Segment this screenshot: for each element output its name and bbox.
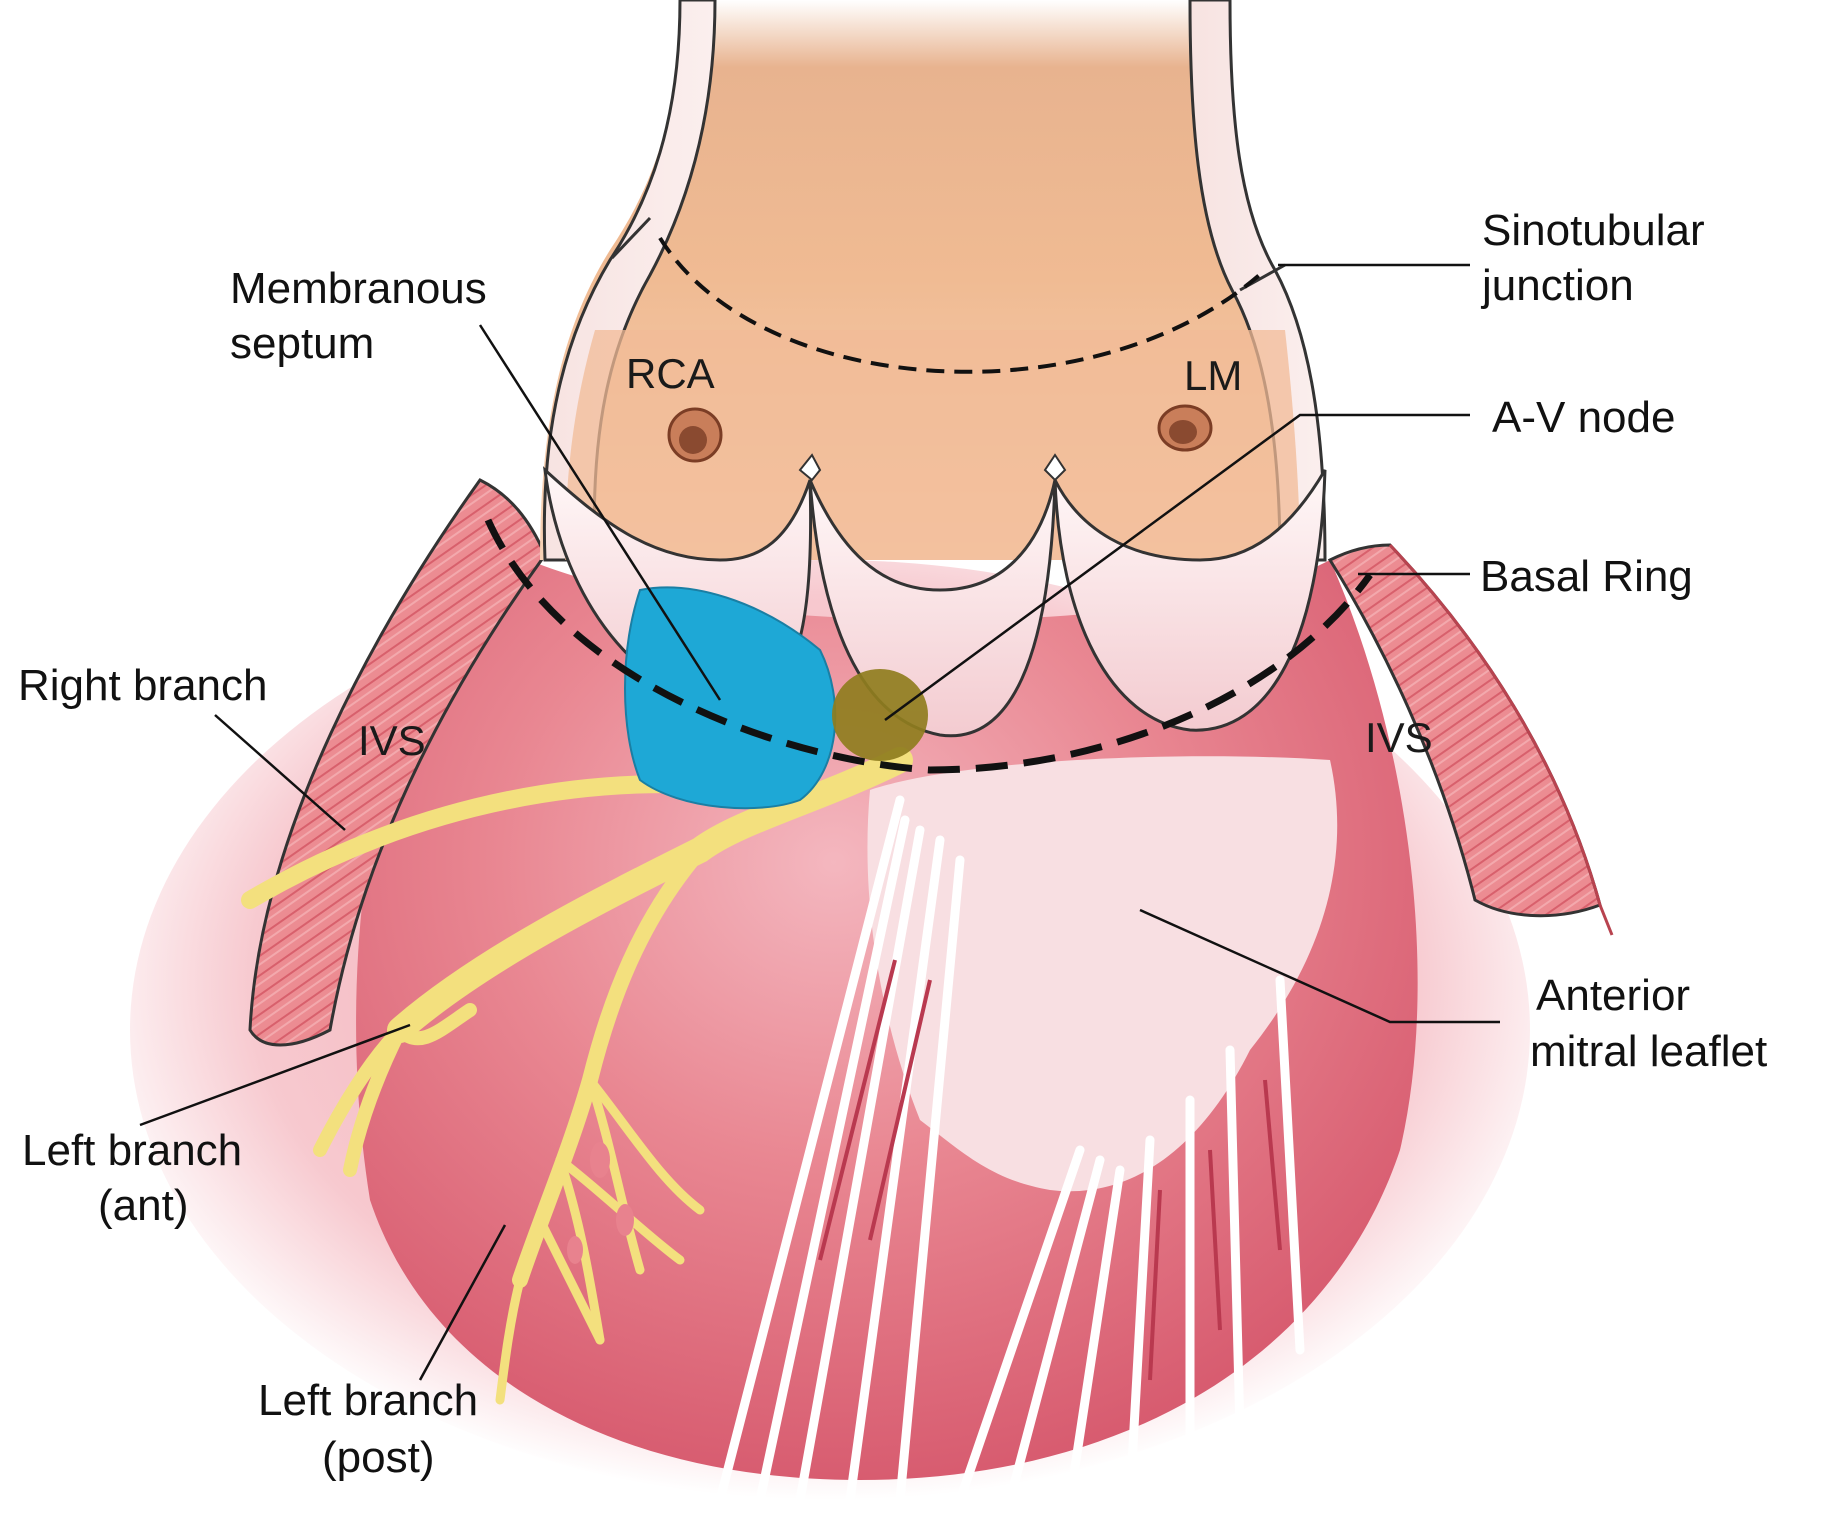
basal-ring-label: Basal Ring xyxy=(1480,552,1693,601)
sinotubular-label-line1: Sinotubular xyxy=(1482,206,1705,255)
chordae-shadows xyxy=(818,959,1282,1381)
sinotubular-tick-left xyxy=(610,216,652,260)
leader-right-branch xyxy=(214,714,346,831)
anterior-label-line1: Anterior xyxy=(1536,971,1690,1020)
leader-anterior-leaflet xyxy=(1139,908,1500,1024)
membranous-septum-region xyxy=(624,586,837,810)
leader-av-node xyxy=(884,413,1470,722)
left-ant-label-line1: Left branch xyxy=(22,1126,242,1175)
commissure-left xyxy=(798,453,822,482)
sinus-region xyxy=(565,330,1300,560)
rca-label: RCA xyxy=(626,350,715,397)
leader-left-ant xyxy=(139,1023,411,1127)
left-anterior-fascicle xyxy=(313,1003,477,1177)
membranous-label-line2: septum xyxy=(230,319,374,368)
commissure-right xyxy=(1043,453,1067,482)
right-branch-label: Right branch xyxy=(18,661,267,710)
left-post-label-line2: (post) xyxy=(322,1433,434,1482)
rca-ostium-inner xyxy=(679,426,707,454)
av-node-label: A-V node xyxy=(1492,393,1675,442)
ivs-right-edge xyxy=(1388,543,1614,936)
chordae-tendineae xyxy=(715,795,1305,1505)
ivs-left-label: IVS xyxy=(358,717,426,764)
leader-lines xyxy=(139,263,1500,1381)
av-node-region xyxy=(832,669,928,761)
anterior-label-line2: mitral leaflet xyxy=(1530,1027,1767,1076)
ivs-right-label: IVS xyxy=(1365,714,1433,761)
membranous-label-line1: Membranous xyxy=(230,264,487,313)
leader-membranous xyxy=(478,324,722,701)
left-post-label-line1: Left branch xyxy=(258,1376,478,1425)
anterior-mitral-leaflet xyxy=(867,756,1338,1192)
left-ant-label-line2: (ant) xyxy=(98,1181,188,1230)
sinotubular-label-line2: junction xyxy=(1480,261,1634,310)
lm-ostium-inner xyxy=(1169,420,1197,444)
lm-label: LM xyxy=(1184,352,1242,399)
purkinje-holes xyxy=(567,1142,634,1264)
leader-left-post xyxy=(418,1224,507,1381)
sinotubular-junction-line xyxy=(658,236,1267,374)
basal-ring-line xyxy=(484,518,1373,774)
left-coronary-cusp xyxy=(1053,469,1327,732)
